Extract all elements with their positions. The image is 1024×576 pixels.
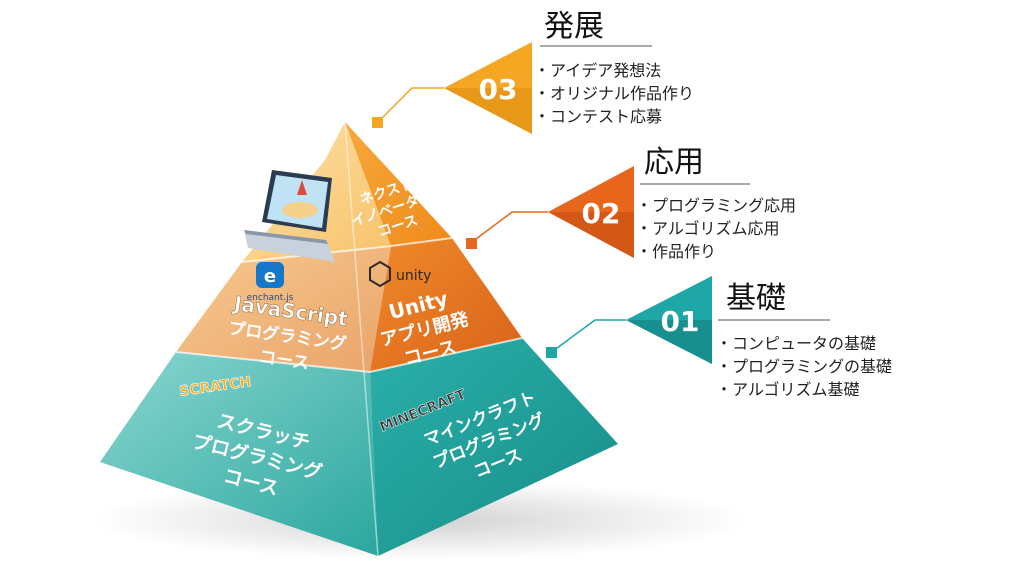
level-01-callout: 01 基礎 ・コンピュータの基礎 ・プログラミングの基礎 ・アルゴリズム基礎 xyxy=(546,276,892,399)
level-03-number: 03 xyxy=(479,73,518,106)
pyramid-bottom-right-face xyxy=(370,338,618,556)
level-02-connector xyxy=(471,211,548,243)
unity-logo-text: unity xyxy=(396,268,431,284)
level-03-connector xyxy=(377,87,444,123)
level-01-item: ・プログラミングの基礎 xyxy=(716,357,892,376)
level-02-item: ・作品作り xyxy=(636,242,716,261)
enchant-js-logo-text: enchant.js xyxy=(247,293,294,303)
level-02-number: 02 xyxy=(582,197,621,230)
level-01-number: 01 xyxy=(661,305,700,338)
level-02-connector-dot xyxy=(466,238,477,249)
level-01-item: ・コンピュータの基礎 xyxy=(716,334,876,353)
level-03-item: ・オリジナル作品作り xyxy=(534,84,694,103)
tier-separator-top xyxy=(241,237,453,263)
pyramid-top-right-face xyxy=(345,122,452,246)
level-02-item: ・アルゴリズム応用 xyxy=(636,219,780,238)
level-03-callout: 03 発展 ・アイデア発想法 ・オリジナル作品作り ・コンテスト応募 xyxy=(372,9,694,134)
level-01-item: ・アルゴリズム基礎 xyxy=(716,380,860,399)
level-03-connector-dot xyxy=(372,117,383,128)
level-03-heading: 発展 xyxy=(544,9,604,44)
level-01-connector xyxy=(552,319,626,352)
enchant-js-logo: e enchant.js xyxy=(247,262,294,303)
pyramid-middle-left-face xyxy=(176,246,391,372)
level-02-item: ・プログラミング応用 xyxy=(636,196,796,215)
pyramid-middle-right-face xyxy=(370,238,522,372)
tier-separator-bottom xyxy=(175,337,523,374)
unity-logo: unity xyxy=(369,260,431,288)
svg-text:e: e xyxy=(264,266,276,287)
level-02-heading: 応用 xyxy=(644,145,704,180)
level-01-heading: 基礎 xyxy=(726,281,786,316)
pyramid-bottom-left-face xyxy=(100,352,378,556)
pyramid-edge xyxy=(344,121,379,557)
laptop-rocket-illustration xyxy=(244,170,335,262)
level-03-item: ・アイデア発想法 xyxy=(534,61,661,80)
level-03-item: ・コンテスト応募 xyxy=(534,107,662,126)
level-01-connector-dot xyxy=(546,347,557,358)
level-02-callout: 02 応用 ・プログラミング応用 ・アルゴリズム応用 ・作品作り xyxy=(466,145,796,261)
